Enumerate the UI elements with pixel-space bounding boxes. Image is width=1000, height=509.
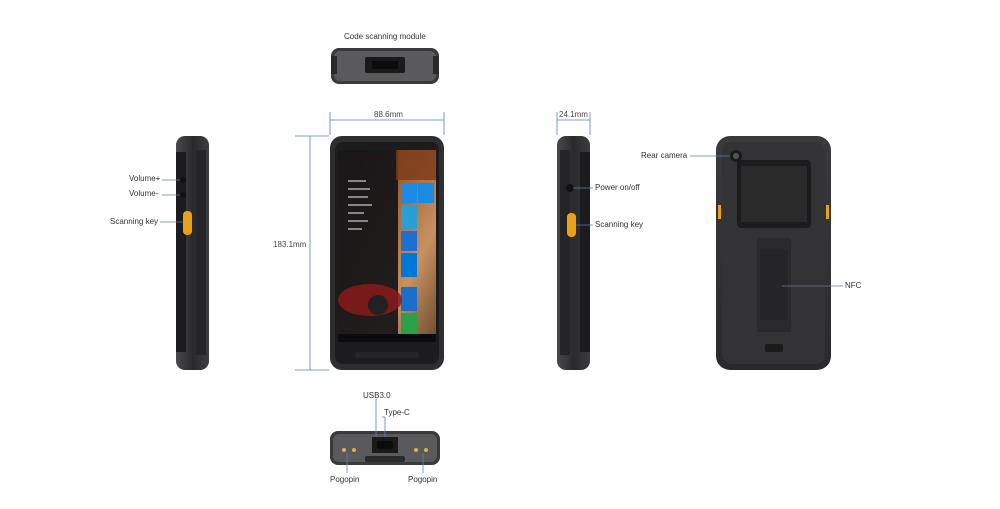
- right-scanning-key: [567, 213, 576, 237]
- label-thickness-dimension: 24.1mm: [559, 110, 588, 119]
- label-code-scanning-module: Code scanning module: [344, 32, 426, 41]
- top-view-device: [331, 48, 439, 84]
- label-width-dimension: 88.6mm: [374, 110, 403, 119]
- left-side-device: [176, 136, 209, 370]
- label-type-c: Type-C: [384, 408, 410, 417]
- device-screen: [338, 150, 436, 342]
- back-device: [716, 136, 831, 370]
- label-volume-down: Volume-: [129, 189, 159, 198]
- label-volume-up: Volume+: [129, 174, 161, 183]
- label-height-dimension: 183.1mm: [273, 240, 307, 249]
- label-power: Power on/off: [595, 183, 640, 192]
- label-usb: USB3.0: [363, 391, 391, 400]
- right-side-device: [557, 136, 590, 370]
- left-scanning-key: [183, 211, 192, 235]
- label-pogopin-left: Pogopin: [330, 475, 360, 484]
- bottom-view-device: [330, 431, 440, 465]
- label-pogopin-right: Pogopin: [408, 475, 438, 484]
- label-scanning-key-left: Scanning key: [110, 217, 159, 226]
- label-rear-camera: Rear camera: [641, 151, 688, 160]
- label-nfc: NFC: [845, 281, 862, 290]
- label-scanning-key-right: Scanning key: [595, 220, 644, 229]
- front-device: [330, 136, 444, 370]
